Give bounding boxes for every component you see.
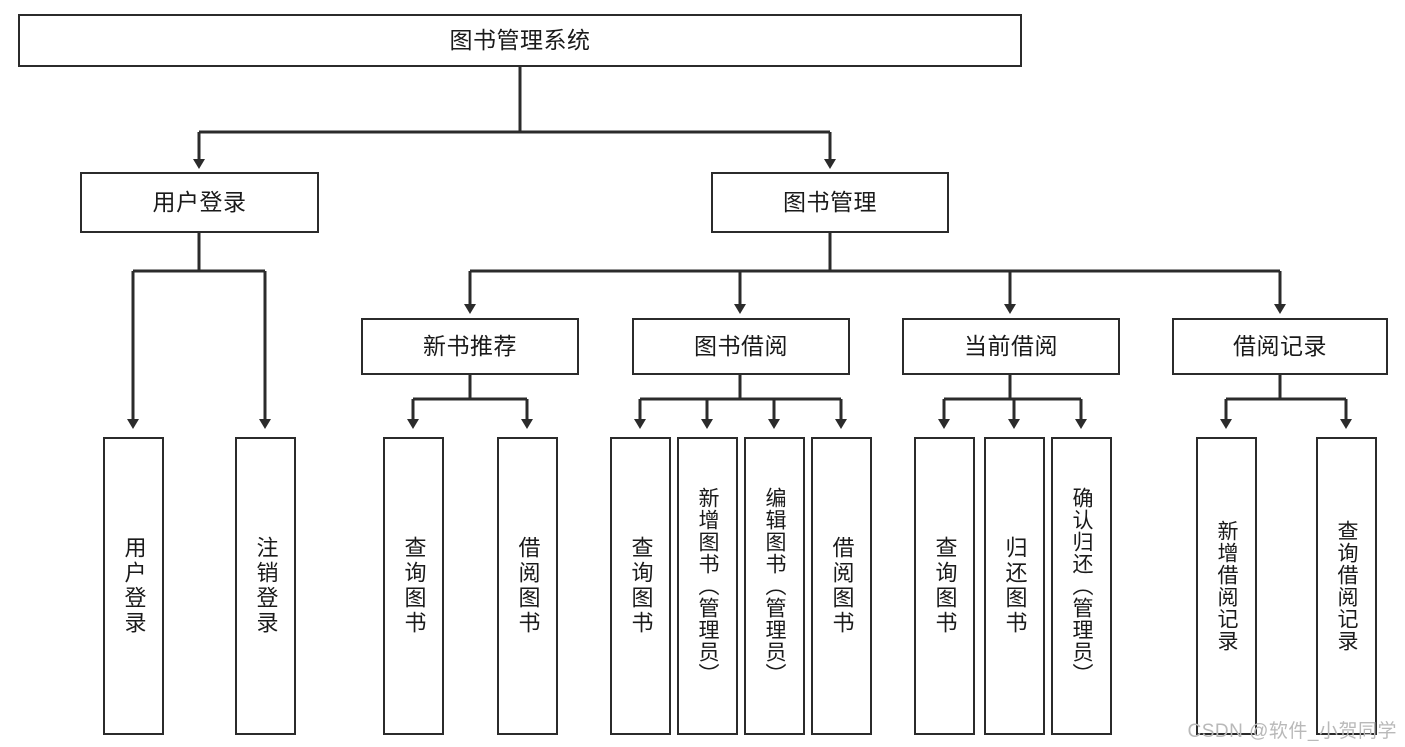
node-label: 注销登录	[253, 536, 279, 636]
node-label: 图书管理系统	[449, 27, 591, 53]
node-leaf-return-book[interactable]: 归还图书	[984, 437, 1045, 735]
node-new-book-recommend[interactable]: 新书推荐	[361, 318, 579, 375]
node-leaf-borrow-book-2[interactable]: 借阅图书	[811, 437, 872, 735]
node-leaf-user-login[interactable]: 用户登录	[103, 437, 164, 735]
node-leaf-add-book[interactable]: 新增图书（管理员）	[677, 437, 738, 735]
node-leaf-add-record[interactable]: 新增借阅记录	[1196, 437, 1257, 735]
node-label: 归还图书	[1002, 536, 1028, 636]
node-label: 借阅图书	[515, 536, 541, 636]
node-leaf-query-record[interactable]: 查询借阅记录	[1316, 437, 1377, 735]
node-label: 借阅图书	[829, 536, 855, 636]
node-leaf-logout[interactable]: 注销登录	[235, 437, 296, 735]
node-label: 新增借阅记录	[1215, 520, 1238, 652]
node-leaf-edit-book[interactable]: 编辑图书（管理员）	[744, 437, 805, 735]
node-book-management[interactable]: 图书管理	[711, 172, 949, 233]
node-leaf-borrow-book-1[interactable]: 借阅图书	[497, 437, 558, 735]
node-label: 借阅记录	[1233, 333, 1327, 359]
node-label: 新书推荐	[423, 333, 517, 359]
node-label: 查询借阅记录	[1335, 520, 1358, 652]
node-label: 编辑图书（管理员）	[763, 487, 786, 685]
node-borrow-record[interactable]: 借阅记录	[1172, 318, 1388, 375]
node-leaf-query-book-2[interactable]: 查询图书	[610, 437, 671, 735]
node-label: 当前借阅	[964, 333, 1058, 359]
node-label: 图书借阅	[694, 333, 788, 359]
node-user-login[interactable]: 用户登录	[80, 172, 319, 233]
node-label: 确认归还（管理员）	[1070, 487, 1093, 685]
node-book-borrow[interactable]: 图书借阅	[632, 318, 850, 375]
node-label: 查询图书	[628, 536, 654, 636]
node-leaf-query-book-3[interactable]: 查询图书	[914, 437, 975, 735]
node-leaf-confirm-return[interactable]: 确认归还（管理员）	[1051, 437, 1112, 735]
node-current-borrow[interactable]: 当前借阅	[902, 318, 1120, 375]
node-label: 用户登录	[152, 189, 247, 215]
node-leaf-query-book-1[interactable]: 查询图书	[383, 437, 444, 735]
node-label: 查询图书	[401, 536, 427, 636]
node-label: 新增图书（管理员）	[696, 487, 719, 685]
node-label: 查询图书	[932, 536, 958, 636]
node-label: 图书管理	[783, 189, 877, 215]
node-root-system[interactable]: 图书管理系统	[18, 14, 1022, 67]
watermark-text: CSDN @软件_小贺同学	[1187, 721, 1397, 742]
node-label: 用户登录	[121, 536, 147, 636]
